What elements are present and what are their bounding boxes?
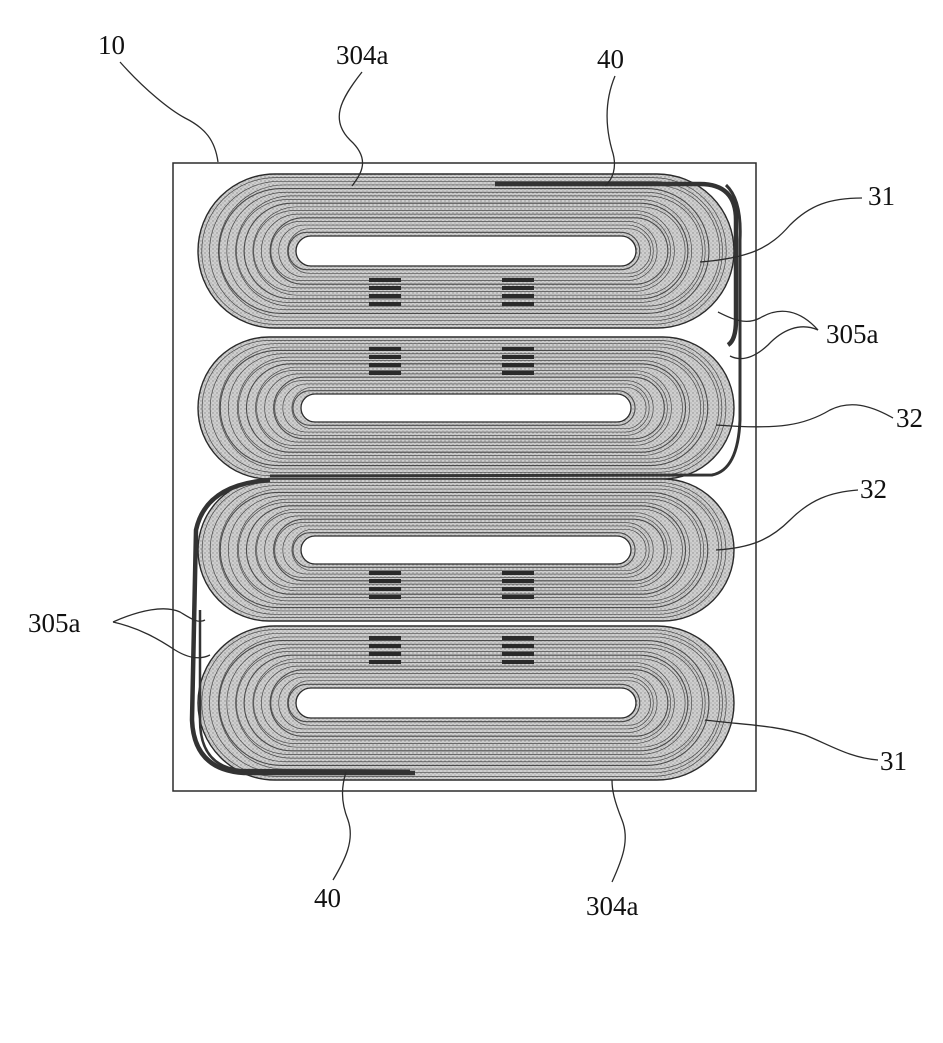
winding-marker-stripe: [369, 595, 401, 599]
winding-marker-stripe: [502, 636, 534, 640]
winding-marker-stripe: [502, 363, 534, 367]
winding-marker-stripe: [502, 286, 534, 290]
label-cell-31-bottom: 31: [880, 746, 907, 776]
leader-10: [120, 62, 218, 162]
winding-marker-stripe: [369, 652, 401, 656]
label-cell-32-upper: 32: [896, 403, 923, 433]
winding-marker-stripe: [369, 347, 401, 351]
winding-marker-stripe: [369, 302, 401, 306]
winding-marker-stripe: [502, 652, 534, 656]
winding-marker-stripe: [502, 278, 534, 282]
label-tab-bottom: 40: [314, 883, 341, 913]
winding-marker-stripe: [502, 587, 534, 591]
label-bend-right: 305a: [826, 319, 879, 349]
winding-marker-stripe: [369, 355, 401, 359]
winding-marker-stripe: [502, 644, 534, 648]
label-tab-top: 40: [597, 44, 624, 74]
winding-marker-stripe: [369, 660, 401, 664]
winding-marker-stripe: [369, 371, 401, 375]
cell-1: [198, 174, 734, 328]
winding-marker-stripe: [502, 371, 534, 375]
label-bend-left: 305a: [28, 608, 81, 638]
winding-marker-stripe: [369, 286, 401, 290]
winding-marker-stripe: [502, 660, 534, 664]
cell-2: [198, 337, 734, 479]
winding-marker-stripe: [502, 302, 534, 306]
winding-marker-stripe: [502, 355, 534, 359]
cell-4: [198, 626, 734, 780]
winding-marker-stripe: [502, 347, 534, 351]
winding-marker-stripe: [369, 278, 401, 282]
winding-marker-stripe: [369, 587, 401, 591]
label-gap-bottom: 304a: [586, 891, 639, 921]
winding-marker-stripe: [502, 294, 534, 298]
cell-3: [198, 479, 734, 621]
winding-marker-stripe: [369, 363, 401, 367]
label-cell-31-top: 31: [868, 181, 895, 211]
winding-marker-stripe: [502, 579, 534, 583]
label-housing: 10: [98, 30, 125, 60]
winding-marker-stripe: [369, 571, 401, 575]
winding-marker-stripe: [369, 644, 401, 648]
winding-marker-stripe: [502, 571, 534, 575]
winding-marker-stripe: [369, 636, 401, 640]
winding-marker-stripe: [369, 294, 401, 298]
winding-marker-stripe: [502, 595, 534, 599]
leader-304a-bottom: [612, 780, 625, 882]
label-cell-32-lower: 32: [860, 474, 887, 504]
label-gap-top: 304a: [336, 40, 389, 70]
winding-marker-stripe: [369, 579, 401, 583]
